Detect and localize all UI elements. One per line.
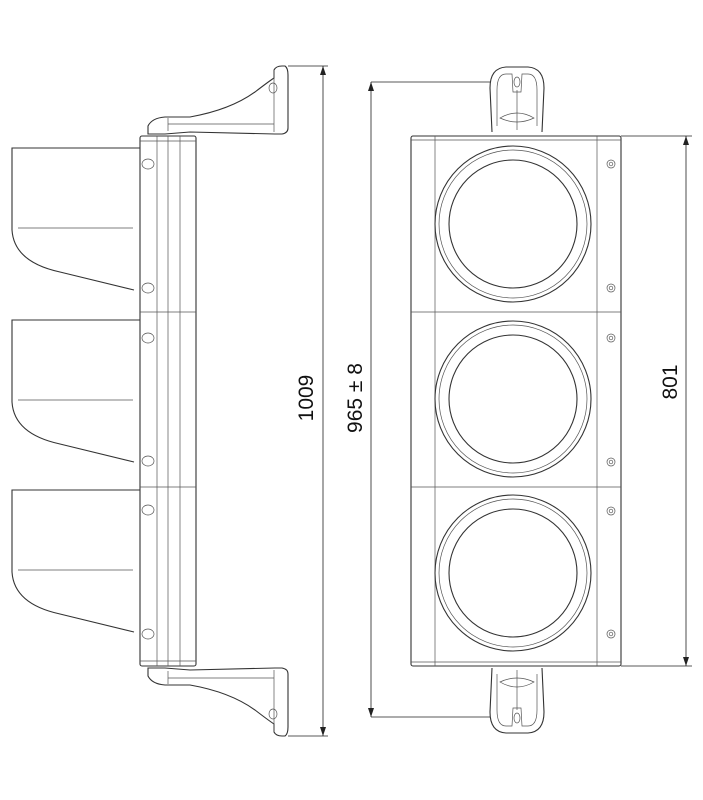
bottom-bracket-side [147, 667, 289, 737]
front-view: 965 ± 8 801 [344, 66, 692, 734]
dimension-label-965: 965 ± 8 [344, 363, 367, 433]
housing-column-side [139, 135, 197, 667]
dimension-label-801: 801 [659, 364, 682, 399]
bottom-bracket-front [489, 667, 545, 734]
dimension-overall-height: 1009 [288, 65, 328, 737]
lens-bottom [434, 494, 592, 652]
top-bracket-side [147, 65, 289, 135]
dimension-label-1009: 1009 [295, 375, 318, 422]
visors-side [11, 147, 140, 633]
signal-lenses [434, 145, 592, 652]
mounting-lugs-side [141, 158, 155, 640]
screws [606, 159, 616, 639]
dimension-mounting-height: 965 ± 8 [344, 81, 490, 718]
top-bracket-front [489, 66, 545, 133]
side-view: 1009 [11, 65, 328, 737]
dimension-housing-height: 801 [621, 135, 692, 667]
lens-middle [434, 320, 592, 478]
lens-top [434, 145, 592, 303]
